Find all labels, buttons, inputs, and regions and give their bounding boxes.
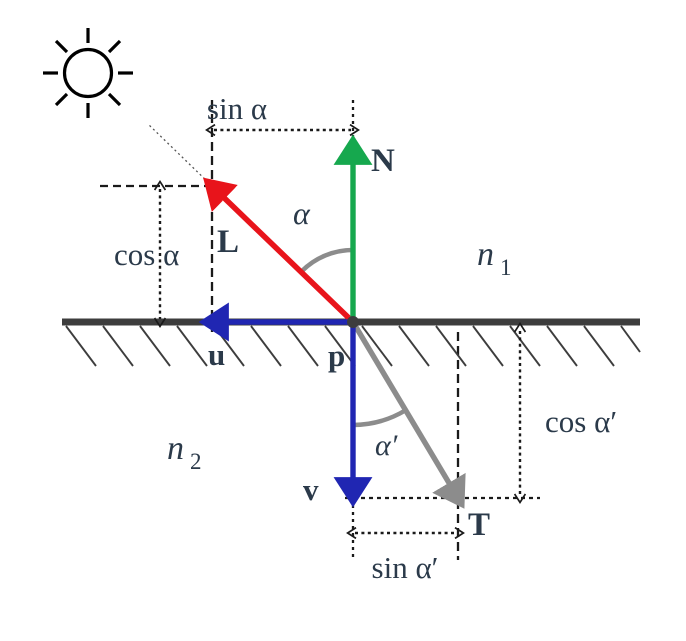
label-N: N: [371, 143, 395, 179]
sun-ray-ne: [107, 39, 122, 54]
sun-icon: [43, 28, 133, 118]
angle-arc-alpha-prime: [352, 408, 408, 428]
label-L: L: [217, 224, 239, 260]
label-n1: n 1: [477, 236, 512, 280]
label-dim-cos-alpha-prime: cos α′: [545, 404, 617, 439]
label-T: T: [468, 507, 490, 543]
label-dim-cos-alpha: cos α: [114, 237, 179, 272]
label-n2: n 2: [167, 430, 202, 474]
angle-arc-alpha: [300, 247, 354, 273]
transmitted-ray-vector: [350, 320, 466, 509]
sun-ray-nw: [54, 39, 69, 54]
label-p: p: [328, 338, 345, 373]
incident-ray-vector: [203, 177, 355, 325]
sun-disc: [62, 47, 114, 99]
sun-ray-se: [107, 92, 122, 107]
label-dim-sin-alpha: sin α: [207, 91, 267, 126]
label-n1-subscript: 1: [500, 255, 512, 280]
label-angle-alpha: α: [293, 195, 311, 231]
label-angle-alpha-prime: α′: [375, 429, 398, 462]
label-dim-sin-alpha-prime: sin α′: [372, 550, 439, 585]
incident-ray-extension-guide: [147, 123, 213, 187]
label-u: u: [208, 337, 225, 372]
origin-point-p: [347, 316, 359, 328]
label-v: v: [303, 472, 319, 507]
label-n2-base: n: [167, 430, 184, 467]
label-n1-base: n: [477, 236, 494, 273]
label-n2-subscript: 2: [190, 449, 202, 474]
sun-ray-sw: [54, 92, 69, 107]
surface-hatching: [65, 325, 641, 367]
